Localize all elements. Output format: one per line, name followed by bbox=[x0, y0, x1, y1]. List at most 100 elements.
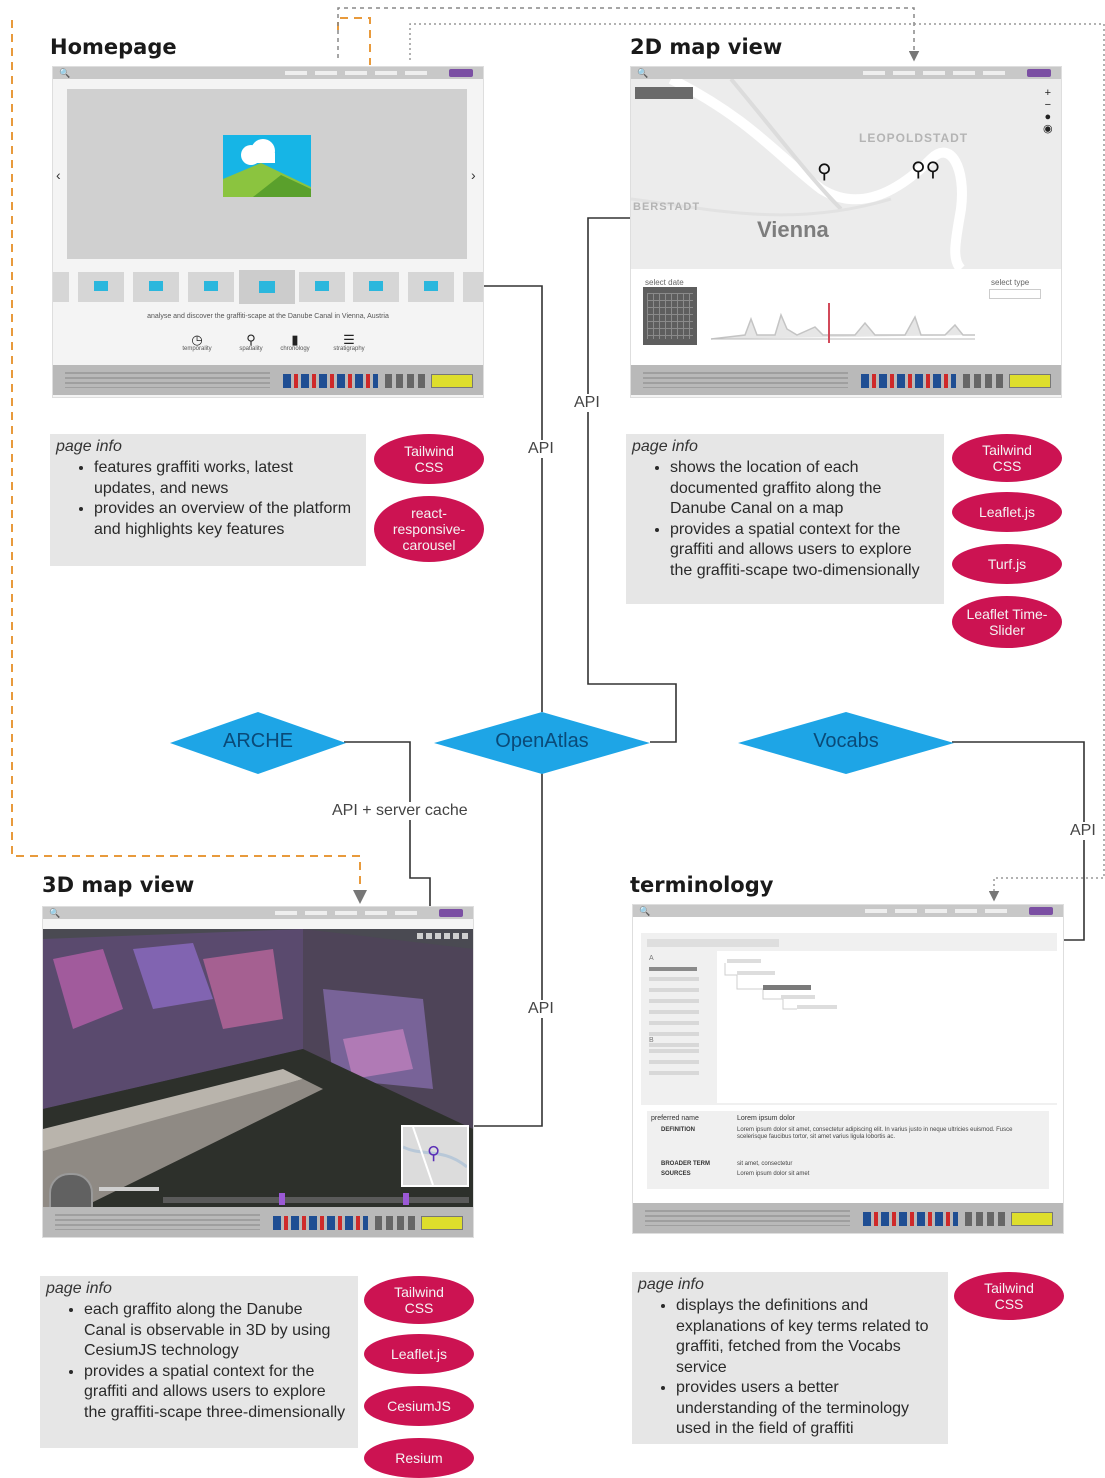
letter-index: A bbox=[649, 955, 654, 962]
terminology-screenshot: 🔍 A B preferred name Lorem ipsum dolor D… bbox=[632, 904, 1064, 1234]
tech-badge: Tailwind CSS bbox=[374, 434, 484, 484]
arche-label: ARCHE bbox=[222, 730, 293, 752]
map-search-input[interactable] bbox=[635, 87, 693, 99]
thumbnail[interactable] bbox=[188, 272, 234, 302]
map-2d[interactable]: LEOPOLDSTADT Vienna BERSTADT ⚲ ⚲⚲ +−●◉ bbox=[631, 79, 1061, 269]
search-icon: 🔍 bbox=[639, 906, 651, 916]
api-cache-link-3dmap bbox=[344, 741, 437, 920]
openatlas-label: OpenAtlas bbox=[495, 730, 589, 752]
info-heading: page info bbox=[46, 1280, 112, 1297]
cesium-3d-viewer[interactable]: ⚲ bbox=[43, 929, 473, 1207]
info-heading: page info bbox=[56, 438, 122, 455]
tech-badge: Tailwind CSS bbox=[364, 1276, 474, 1324]
image-placeholder-icon bbox=[223, 135, 311, 197]
terminology-navbar: 🔍 bbox=[633, 905, 1063, 917]
feature-spatiality[interactable]: ⚲ spatiality bbox=[221, 333, 281, 352]
map3d-info-box: page info each graffito along the Danube… bbox=[40, 1276, 358, 1448]
search-icon: 🔍 bbox=[59, 68, 71, 78]
api-label: API bbox=[526, 440, 556, 458]
letter-index: B bbox=[649, 1037, 654, 1044]
tech-badge: Leaflet.js bbox=[952, 492, 1062, 532]
cesium-credit-logo bbox=[99, 1187, 159, 1191]
partner-logos bbox=[863, 1212, 958, 1226]
carousel-main bbox=[67, 89, 467, 259]
clock-icon: ◷ bbox=[191, 332, 203, 347]
info-item: each graffito along the Danube Canal is … bbox=[84, 1300, 346, 1362]
preferred-name-value: Lorem ipsum dolor bbox=[737, 1115, 795, 1122]
term-list[interactable] bbox=[649, 1049, 699, 1075]
thumbnail[interactable] bbox=[353, 272, 399, 302]
navigation-compass-icon[interactable] bbox=[49, 1173, 93, 1207]
map-marker-icon[interactable]: ⚲⚲ bbox=[911, 159, 941, 181]
definition-value: Lorem ipsum dolor sit amet, consectetur … bbox=[737, 1127, 1013, 1140]
tech-badge: CesiumJS bbox=[364, 1386, 474, 1426]
partner-logos bbox=[273, 1216, 368, 1230]
map2d-footer bbox=[631, 365, 1061, 395]
map2d-screenshot: 🔍 LEOPOLDSTADT Vienna BERSTADT ⚲ ⚲⚲ +−●◉… bbox=[630, 66, 1062, 398]
carousel-prev-icon[interactable]: ‹ bbox=[56, 167, 61, 183]
date-picker[interactable] bbox=[643, 287, 697, 345]
info-item: shows the location of each documented gr… bbox=[670, 458, 932, 520]
homepage-footer bbox=[53, 365, 483, 395]
dotted-link-right bbox=[409, 23, 1105, 902]
carousel-next-icon[interactable]: › bbox=[471, 167, 476, 183]
feature-chronology[interactable]: ▮ chronology bbox=[265, 333, 325, 352]
vocabs-diamond bbox=[738, 712, 954, 774]
map2d-info-box: page info shows the location of each doc… bbox=[626, 434, 944, 604]
mini-map-lines bbox=[402, 1126, 468, 1186]
map3d-navbar: 🔍 bbox=[43, 907, 473, 919]
openatlas-diamond bbox=[434, 712, 650, 774]
thumbnail[interactable] bbox=[78, 272, 124, 302]
time-slider-histogram[interactable] bbox=[705, 289, 981, 349]
info-item: provides a spatial context for the graff… bbox=[84, 1362, 346, 1424]
river-lines bbox=[631, 79, 967, 269]
sponsor-logo bbox=[1011, 1212, 1053, 1226]
thumbnail[interactable] bbox=[133, 272, 179, 302]
hierarchy-tree bbox=[724, 959, 837, 1010]
thumbnail-active[interactable] bbox=[239, 270, 295, 304]
viewer-toolbar[interactable] bbox=[417, 933, 471, 939]
feature-stratigraphy[interactable]: ☰ stratigraphy bbox=[319, 333, 379, 352]
thumbnail[interactable] bbox=[408, 272, 454, 302]
broader-term-value[interactable]: sit amet, consectetur bbox=[737, 1161, 793, 1167]
tech-badge: Turf.js bbox=[952, 544, 1062, 584]
layers-icon: ☰ bbox=[343, 332, 355, 347]
term-list-item-selected[interactable] bbox=[649, 967, 697, 971]
info-heading: page info bbox=[632, 438, 698, 455]
map3d-footer bbox=[43, 1207, 473, 1237]
zoom-controls[interactable]: +−●◉ bbox=[1043, 87, 1053, 135]
sponsor-logo bbox=[421, 1216, 463, 1230]
info-item: provides users a better understanding of… bbox=[676, 1378, 936, 1440]
feature-temporality[interactable]: ◷ temporality bbox=[167, 333, 227, 352]
term-list[interactable] bbox=[649, 977, 699, 1047]
terminology-footer bbox=[633, 1203, 1063, 1233]
api-label: API bbox=[526, 1000, 556, 1018]
tech-badge: Tailwind CSS bbox=[952, 434, 1062, 482]
logo bbox=[1029, 907, 1053, 915]
map2d-title: 2D map view bbox=[630, 35, 783, 59]
mini-map[interactable]: ⚲ bbox=[401, 1125, 469, 1187]
preferred-name-label: preferred name bbox=[651, 1115, 699, 1122]
sources-label: SOURCES bbox=[661, 1171, 691, 1177]
map-marker-icon[interactable]: ⚲ bbox=[817, 161, 832, 183]
tech-badge: Leaflet.js bbox=[364, 1334, 474, 1374]
search-icon: 🔍 bbox=[49, 908, 61, 918]
terminology-title: terminology bbox=[630, 873, 774, 897]
api-server-cache-label: API + server cache bbox=[330, 802, 470, 820]
homepage-tagline: analyse and discover the graffiti-scape … bbox=[147, 313, 389, 320]
map3d-title: 3D map view bbox=[42, 873, 195, 897]
map2d-navbar: 🔍 bbox=[631, 67, 1061, 79]
timeline-panel: select date select type bbox=[631, 269, 1061, 365]
homepage-navbar: 🔍 bbox=[53, 67, 483, 79]
info-heading: page info bbox=[638, 1276, 704, 1293]
thumbnail[interactable] bbox=[299, 272, 345, 302]
tech-badge: Resium bbox=[364, 1438, 474, 1478]
location-pin-icon: ⚲ bbox=[246, 332, 256, 347]
type-select[interactable] bbox=[989, 289, 1041, 299]
partner-logos bbox=[861, 374, 956, 388]
logo bbox=[449, 69, 473, 77]
timeline-track[interactable] bbox=[163, 1193, 469, 1205]
logo bbox=[1027, 69, 1051, 77]
term-tabs[interactable] bbox=[647, 939, 779, 947]
